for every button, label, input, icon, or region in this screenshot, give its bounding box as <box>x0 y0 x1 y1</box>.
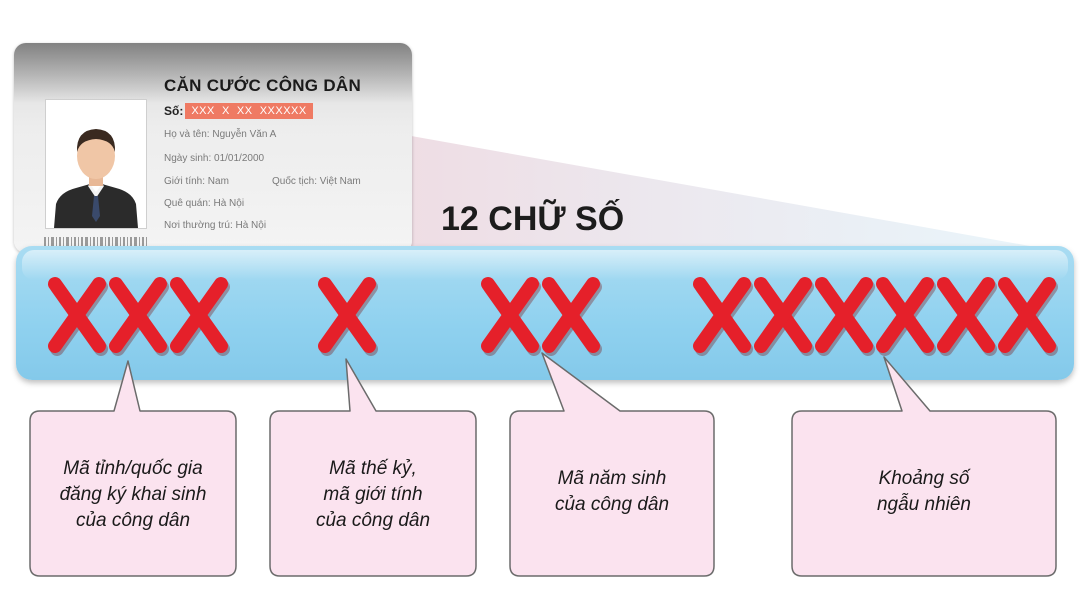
card-name: Họ và tên: Nguyễn Văn A <box>164 129 277 140</box>
x-mark <box>937 277 997 356</box>
card-dob: Ngày sinh: 01/01/2000 <box>164 153 265 164</box>
card-residence: Nơi thường trú: Hà Nội <box>164 220 267 231</box>
x-mark <box>318 277 378 356</box>
x-mark <box>876 277 936 356</box>
callout-text-2: Mã thế kỷ, mã giới tính của công dân <box>315 458 431 531</box>
x-mark <box>815 277 875 356</box>
x-mark <box>170 277 230 356</box>
card-gloss <box>14 43 412 103</box>
digits-title: 12 CHỮ SỐ <box>441 200 625 238</box>
x-mark <box>48 277 108 356</box>
card-nationality: Quốc tịch: Việt Nam <box>272 176 361 187</box>
card-number-row: Số: XXX X XX XXXXXX <box>164 103 313 119</box>
card-number-label: Số: <box>164 104 184 118</box>
card-title: CĂN CƯỚC CÔNG DÂN <box>164 76 362 95</box>
x-mark <box>754 277 814 356</box>
x-mark <box>542 277 602 356</box>
x-mark <box>481 277 541 356</box>
card-number-value: XXX X XX XXXXXX <box>185 103 313 119</box>
card-gender: Giới tính: Nam <box>164 176 229 187</box>
card-hometown: Quê quán: Hà Nội <box>164 198 245 209</box>
bar-shine <box>22 250 1068 280</box>
x-mark <box>693 277 753 356</box>
callout-text-3: Mã năm sinh của công dân <box>554 468 670 515</box>
x-mark <box>109 277 169 356</box>
callout-text-1: Mã tỉnh/quốc gia đăng ký khai sinh của c… <box>59 458 207 531</box>
callout-text-4: Khoảng số ngẫu nhiên <box>876 468 972 515</box>
barcode-icon <box>44 237 147 253</box>
person-portrait-icon <box>45 99 147 229</box>
x-mark <box>998 277 1058 356</box>
id-card: CĂN CƯỚC CÔNG DÂN Số: XXX X XX XXXXXX Họ… <box>14 43 412 253</box>
